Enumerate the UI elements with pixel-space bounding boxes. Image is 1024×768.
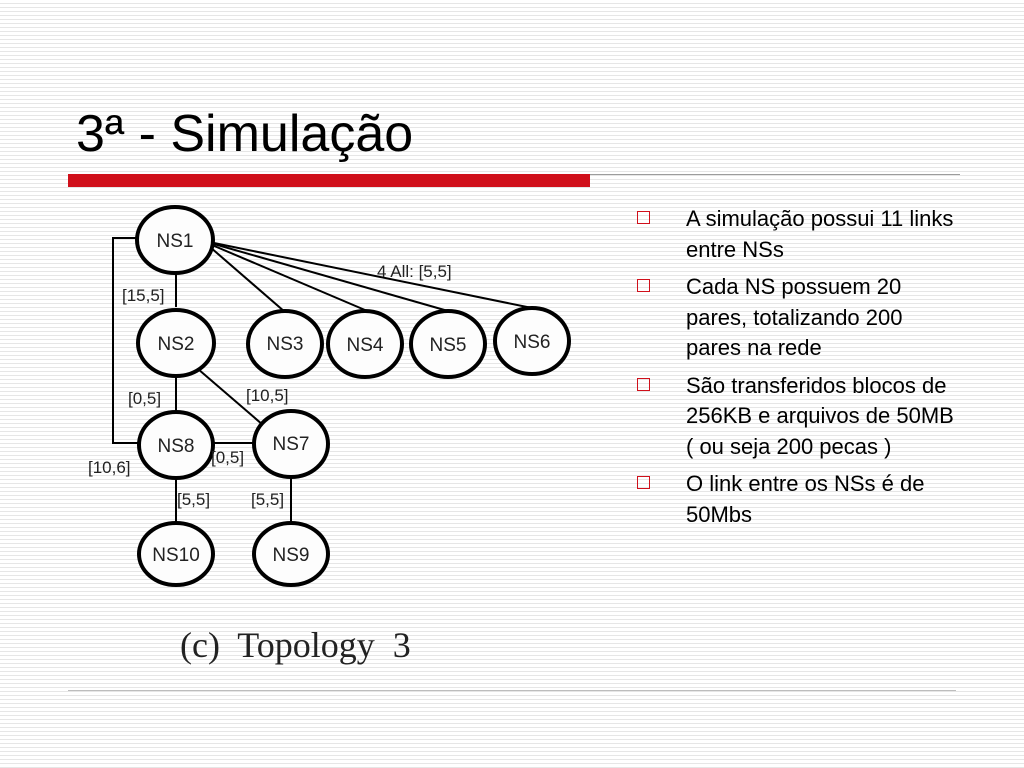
edge-label-ns8-ns7: [0,5] [211,448,244,467]
footer-divider [68,690,956,691]
edge-label-ns2-ns8: [0,5] [128,389,161,408]
node-ns7: NS7 [252,409,330,479]
edge-label-ns1-ns8: [10,6] [88,458,131,477]
edge-ns1-ns4 [211,244,366,311]
edge-ns1-ns3 [209,246,286,313]
node-label: NS5 [430,335,467,356]
title-underline-red [68,174,590,187]
diagram-caption: (c) Topology 3 [180,625,411,665]
bullet-item: O link entre os NSs é de 50Mbs [636,469,956,530]
square-bullet-icon [637,377,650,391]
bullet-item: A simulação possui 11 links entre NSs [636,204,956,265]
node-ns1: NS1 [135,205,215,275]
square-bullet-icon [637,279,650,292]
node-label: NS1 [157,231,194,252]
bullet-text: O link entre os NSs é de 50Mbs [686,471,925,527]
bullet-list: A simulação possui 11 links entre NSs Ca… [636,204,956,537]
node-ns2: NS2 [136,308,216,378]
bullet-item: Cada NS possuem 20 pares, totalizando 20… [636,272,956,364]
bullet-text: São transferidos blocos de 256KB e arqui… [686,372,954,459]
edge-label-ns2-ns7: [10,5] [246,386,289,405]
node-label: NS9 [273,545,310,566]
node-ns5: NS5 [409,309,487,379]
square-bullet-icon [637,476,650,489]
topology-diagram: NS1 NS2 NS3 NS4 NS5 NS6 NS7 NS8 NS9 NS10… [88,205,571,665]
node-label: NS8 [158,436,195,457]
title-underline-gray [590,174,960,175]
node-ns6: NS6 [493,306,571,376]
node-ns3: NS3 [246,309,324,379]
edge-ns2-ns7 [197,368,264,426]
edge-label-ns7-ns9: [5,5] [251,490,284,509]
node-label: NS7 [273,434,310,455]
edge-ns1-ns6 [213,242,533,309]
node-label: NS10 [152,545,200,566]
bullet-text: Cada NS possuem 20 pares, totalizando 20… [686,274,903,360]
edge-label-ns8-ns10: [5,5] [177,490,210,509]
edge-ns1-ns5 [213,243,449,312]
square-bullet-icon [637,211,650,224]
node-ns4: NS4 [326,309,404,379]
edge-ns1-ns8 [112,237,138,444]
node-label: NS4 [347,335,384,356]
bullet-text: A simulação possui 11 links entre NSs [686,206,954,262]
bullet-item: São transferidos blocos de 256KB e arqui… [636,371,956,463]
edge-label-ns1-all: 4 All: [5,5] [377,262,452,281]
diagram-edges [112,237,533,525]
node-label: NS6 [514,332,551,353]
node-label: NS3 [267,334,304,355]
node-ns8: NS8 [137,410,215,480]
edge-label-ns1-ns2: [15,5] [122,286,165,305]
node-ns10: NS10 [137,521,215,587]
node-ns9: NS9 [252,521,330,587]
node-label: NS2 [158,334,195,355]
slide-title: 3ª - Simulação [76,105,414,163]
